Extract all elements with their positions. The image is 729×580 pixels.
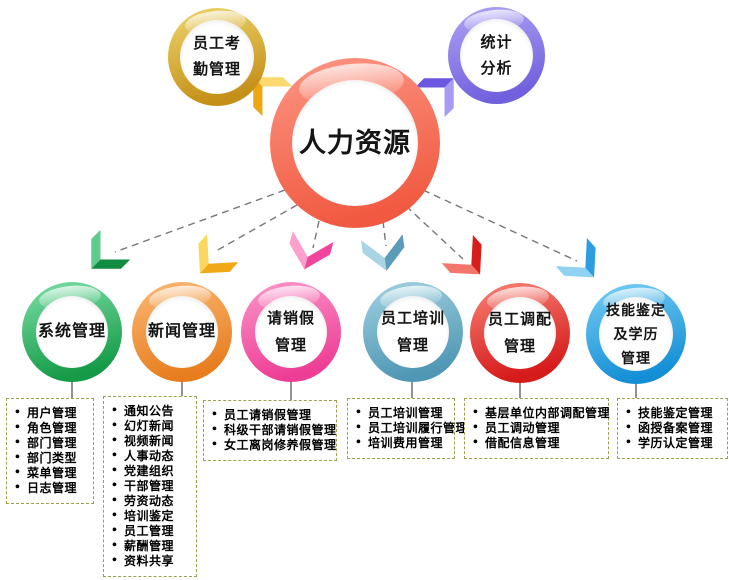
menu-item: 部门类型 xyxy=(14,450,90,466)
menu-item: 部门管理 xyxy=(14,435,90,451)
node-deploy-label: 员工调配管理 xyxy=(488,306,552,360)
menu-item: 员工管理 xyxy=(111,523,193,539)
label-line: 员工调配 xyxy=(487,311,552,328)
menu-item: 人事动态 xyxy=(111,448,193,464)
node-attendance-label: 员工考勤管理 xyxy=(193,31,241,83)
chevron-arrow-deploy-icon xyxy=(441,235,482,275)
menu-item: 借配信息管理 xyxy=(472,435,605,451)
menu-item: 培训费用管理 xyxy=(355,435,451,451)
label-line: 管理 xyxy=(503,338,536,355)
label-line: 员工考 xyxy=(192,35,241,52)
submenu-leave-list: 员工请销假管理科级干部请销假管理女工离岗修养假管理 xyxy=(204,401,336,460)
menu-item: 函授备案管理 xyxy=(625,420,724,436)
chevron-arrow-statistics-icon xyxy=(414,78,454,118)
label-line: 技能鉴定 xyxy=(606,302,666,318)
label-line: 请销假 xyxy=(266,310,315,327)
menu-item: 干部管理 xyxy=(111,478,193,494)
menu-item: 薪酬管理 xyxy=(111,538,193,554)
menu-item: 通知公告 xyxy=(111,403,193,419)
connector-hr-system xyxy=(114,189,286,253)
menu-item: 角色管理 xyxy=(14,420,90,436)
menu-item: 科级干部请销假管理 xyxy=(211,422,336,438)
menu-item: 日志管理 xyxy=(14,480,90,496)
submenu-news-list: 通知公告幻灯新闻视频新闻人事动态党建组织干部管理劳资动态培训鉴定员工管理薪酬管理… xyxy=(104,397,196,576)
submenu-deploy-management: 基层单位内部调配管理员工调动管理借配信息管理 xyxy=(464,398,610,459)
connector-hr-leave xyxy=(312,220,320,249)
node-skill-management: 技能鉴定及学历管理 xyxy=(586,284,686,384)
chevron-arrow-system-icon xyxy=(91,229,131,269)
menu-item: 基层单位内部调配管理 xyxy=(472,405,610,421)
submenu-system-management: 用户管理角色管理部门管理部门类型菜单管理日志管理 xyxy=(6,398,94,504)
node-statistics-label: 统计分析 xyxy=(480,30,512,82)
menu-item: 幻灯新闻 xyxy=(111,418,193,434)
menu-item: 技能鉴定管理 xyxy=(625,405,724,421)
menu-item: 菜单管理 xyxy=(14,465,90,481)
node-attendance: 员工考勤管理 xyxy=(168,8,266,106)
menu-item: 劳资动态 xyxy=(111,493,193,509)
submenu-skill-list: 技能鉴定管理函授备案管理学历认定管理 xyxy=(618,399,727,458)
node-system-label: 系统管理 xyxy=(38,322,106,342)
menu-item: 培训鉴定 xyxy=(111,508,193,524)
menu-item: 学历认定管理 xyxy=(625,435,724,451)
chevron-arrow-leave-icon xyxy=(289,231,334,270)
submenu-leave-management: 员工请销假管理科级干部请销假管理女工离岗修养假管理 xyxy=(203,400,337,461)
chevron-arrow-news-icon xyxy=(198,234,239,274)
submenu-skill-management: 技能鉴定管理函授备案管理学历认定管理 xyxy=(617,398,728,459)
label-line: 新闻管理 xyxy=(147,323,216,340)
submenu-deploy-list: 基层单位内部调配管理员工调动管理借配信息管理 xyxy=(465,399,610,458)
node-training-management: 员工培训管理 xyxy=(363,282,463,382)
label-line: 分析 xyxy=(480,59,513,77)
menu-item: 女工离岗修养假管理 xyxy=(211,437,336,453)
node-leave-management: 请销假管理 xyxy=(241,282,341,382)
menu-item: 员工培训管理 xyxy=(355,405,451,421)
menu-item: 员工请销假管理 xyxy=(211,407,333,423)
submenu-system-list: 用户管理角色管理部门管理部门类型菜单管理日志管理 xyxy=(7,399,93,503)
submenu-news-management: 通知公告幻灯新闻视频新闻人事动态党建组织干部管理劳资动态培训鉴定员工管理薪酬管理… xyxy=(103,396,197,577)
label-line: 勤管理 xyxy=(192,61,241,78)
node-deploy-management: 员工调配管理 xyxy=(470,283,570,383)
label-line: 员工培训 xyxy=(380,310,445,327)
menu-item: 党建组织 xyxy=(111,463,193,479)
chevron-arrow-skill-icon xyxy=(555,238,596,278)
node-human-resources: 人力资源 xyxy=(270,58,440,228)
submenu-training-list: 员工培训管理员工培训履行管理培训费用管理 xyxy=(348,399,468,458)
label-line: 管理 xyxy=(621,350,651,366)
label-line: 管理 xyxy=(274,337,307,354)
submenu-training-management: 员工培训管理员工培训履行管理培训费用管理 xyxy=(347,398,468,459)
node-news-management: 新闻管理 xyxy=(132,282,232,382)
chevron-arrow-training-icon xyxy=(360,234,405,271)
node-system-management: 系统管理 xyxy=(22,282,122,382)
label-line: 管理 xyxy=(396,337,429,354)
node-human-resources-label: 人力资源 xyxy=(299,128,411,158)
menu-item: 用户管理 xyxy=(14,405,90,421)
node-leave-label: 请销假管理 xyxy=(267,305,315,359)
label-line: 系统管理 xyxy=(37,323,106,340)
node-news-label: 新闻管理 xyxy=(148,322,216,342)
menu-item: 员工培训履行管理 xyxy=(355,420,468,436)
connector-hr-training xyxy=(382,220,387,247)
connector-hr-news xyxy=(215,204,298,252)
connector-hr-skill xyxy=(422,189,578,262)
menu-item: 员工调动管理 xyxy=(472,420,605,436)
menu-item: 视频新闻 xyxy=(111,433,193,449)
label-line: 及学历 xyxy=(613,326,659,342)
connector-hr-deploy xyxy=(405,205,464,260)
node-training-label: 员工培训管理 xyxy=(381,305,445,359)
node-skill-label: 技能鉴定及学历管理 xyxy=(606,298,666,370)
node-statistics: 统计分析 xyxy=(448,7,545,104)
menu-item: 资料共享 xyxy=(111,553,193,569)
label-line: 统计 xyxy=(480,33,513,51)
